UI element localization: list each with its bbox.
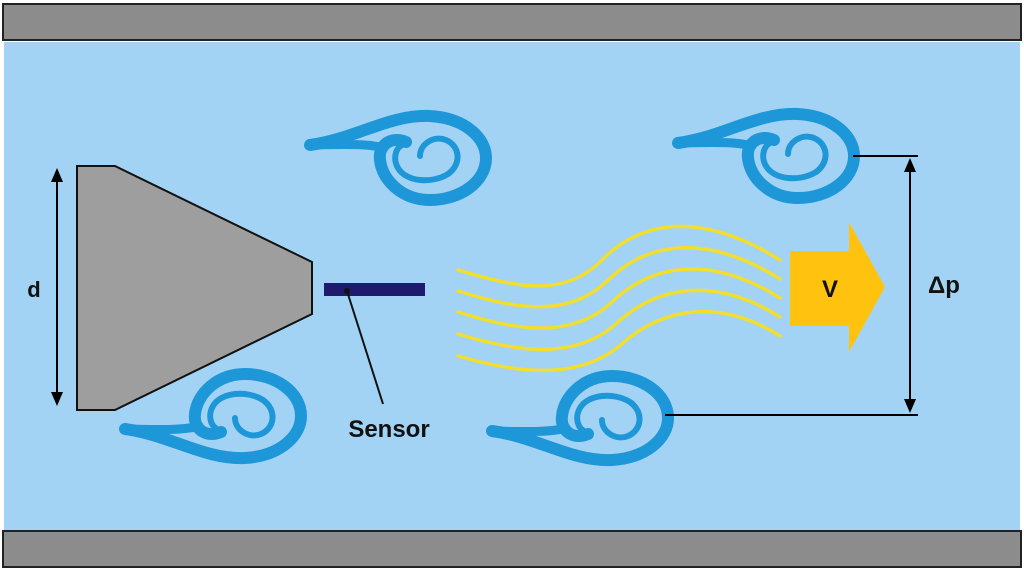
sensor-leader-line <box>346 290 384 405</box>
diameter-label: d <box>27 277 40 302</box>
bluff-body <box>76 165 313 411</box>
pressure-delta-label: Δp <box>928 272 960 299</box>
flow-waves <box>456 224 782 373</box>
sensor-leader-dot <box>344 288 350 294</box>
pipe-wall-top <box>2 3 1022 41</box>
sensor-label: Sensor <box>348 416 429 443</box>
sensor-bar <box>324 283 425 296</box>
arrow-right-icon <box>790 222 885 352</box>
pressure-dimension <box>665 155 918 416</box>
pipe-wall-bottom <box>2 530 1022 568</box>
velocity-label: V <box>822 276 838 303</box>
diameter-dimension-arrow <box>51 168 63 406</box>
